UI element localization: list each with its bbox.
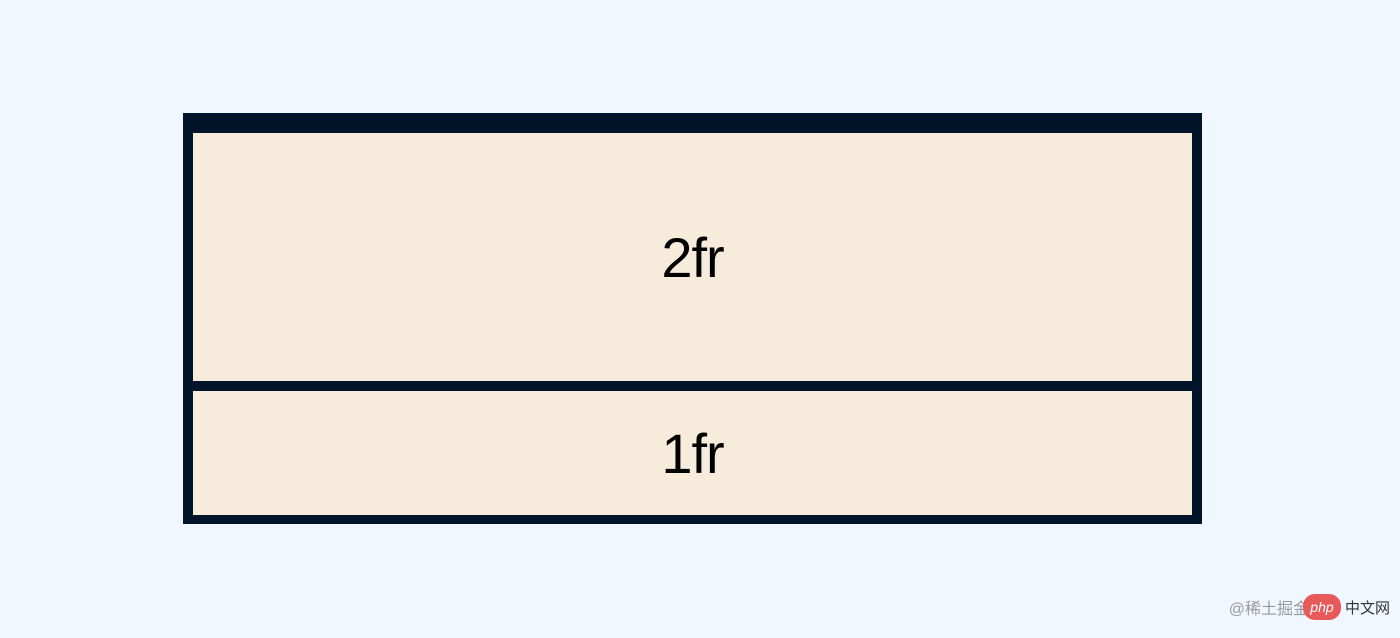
php-logo-icon: php: [1302, 594, 1341, 620]
watermark: @稀土掘金 php 中文网: [1229, 594, 1390, 620]
grid-container: 2fr 1fr: [183, 113, 1202, 524]
watermark-source: @稀土掘金: [1228, 601, 1309, 618]
grid-row-2fr: 2fr: [193, 133, 1192, 381]
grid-row-2fr-label: 2fr: [661, 225, 724, 289]
watermark-site: 中文网: [1344, 599, 1390, 617]
grid-row-1fr: 1fr: [193, 391, 1192, 515]
grid-row-1fr-label: 1fr: [661, 421, 724, 485]
